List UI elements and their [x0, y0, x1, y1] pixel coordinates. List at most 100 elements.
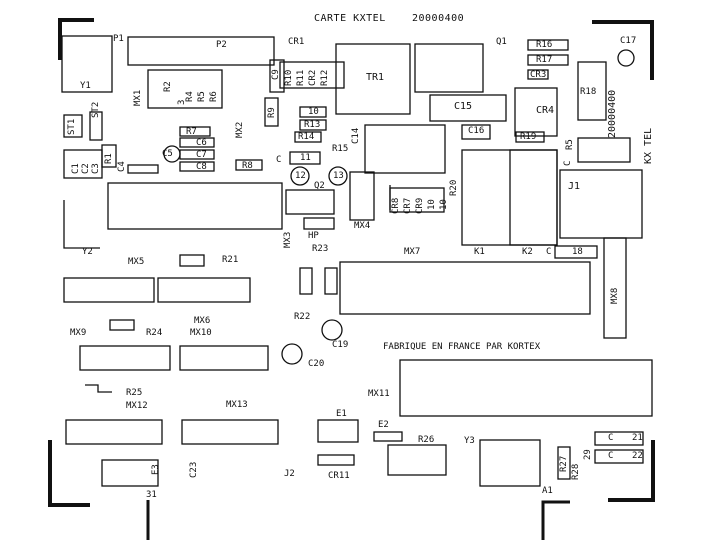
label-c14: C14 [351, 127, 361, 144]
label-c18-value: 18 [572, 247, 583, 257]
label-mx11: MX11 [368, 389, 390, 399]
label-r6: R6 [209, 91, 219, 102]
corner-bracket-tl [58, 18, 94, 60]
label-mx10: MX10 [190, 328, 212, 338]
label-c12: 12 [295, 171, 306, 181]
label-r18: R18 [580, 87, 597, 97]
label-cr7: CR7 [403, 197, 413, 214]
label-e3: E3 [151, 464, 161, 475]
label-c-side: C [563, 160, 573, 166]
label-r17: R17 [536, 55, 553, 65]
label-c3: C3 [91, 163, 101, 174]
label-q1: Q1 [496, 37, 507, 47]
label-e1: E1 [336, 409, 347, 419]
side-name: KX TEL [643, 127, 654, 164]
label-c13: 13 [333, 171, 344, 181]
label-r21: R21 [222, 255, 239, 265]
label-r23: R23 [312, 244, 329, 254]
label-mx2: MX2 [235, 121, 245, 138]
label-c22-value: 22 [632, 451, 643, 461]
board-reference: 20000400 [412, 13, 465, 24]
label-c18: C [546, 247, 552, 257]
label-c17: C17 [620, 36, 637, 46]
label-r15: R15 [332, 144, 349, 154]
label-r13: R13 [304, 120, 321, 130]
label-q2: Q2 [314, 181, 325, 191]
label-c7: C7 [196, 150, 207, 160]
corner-bracket-tr [592, 20, 654, 80]
side-reference: 20000400 [607, 89, 618, 138]
corner-bracket-bl [48, 440, 90, 507]
label-c8: C8 [196, 162, 207, 172]
label-c5: C5 [162, 149, 173, 159]
label-cr8: CR8 [391, 197, 401, 214]
label-r29: 29 [583, 449, 593, 460]
label-mx13: MX13 [226, 400, 248, 410]
label-c19: C19 [332, 340, 349, 350]
label-r27: R27 [559, 455, 569, 472]
label-r14: R14 [298, 132, 315, 142]
label-r12: R12 [320, 69, 330, 86]
label-y2: Y2 [82, 247, 93, 257]
label-tr1: TR1 [366, 72, 385, 83]
label-r10: R10 [284, 69, 294, 86]
label-c21: C [608, 433, 614, 443]
label-c11: 11 [300, 153, 311, 163]
label-mx12: MX12 [126, 401, 148, 411]
label-c2: C2 [81, 163, 91, 174]
corner-bracket-br [608, 440, 655, 502]
label-c6: C6 [196, 138, 207, 148]
label-c4: C4 [117, 161, 127, 172]
label-r2: R2 [163, 81, 173, 92]
label-c20: C20 [308, 359, 325, 369]
label-c23: C23 [189, 461, 199, 478]
label-mx5: MX5 [128, 257, 145, 267]
label-y3: Y3 [464, 436, 475, 446]
label-cr10: 10 [427, 199, 437, 210]
label-c: C [276, 155, 282, 165]
label-c21-value: 21 [632, 433, 643, 443]
label-j1: J1 [568, 181, 581, 192]
label-mx3: MX3 [283, 231, 293, 248]
label-k2: K2 [522, 247, 533, 257]
label-r8: R8 [242, 161, 253, 171]
label-c10: 10 [439, 199, 449, 210]
label-r24: R24 [146, 328, 163, 338]
label-c22: C [608, 451, 614, 461]
label-cr4: CR4 [536, 105, 555, 116]
label-cr1: CR1 [288, 37, 305, 47]
label-p2: P2 [216, 40, 227, 50]
label-r4: R4 [185, 91, 195, 102]
label-mx1: MX1 [133, 89, 143, 106]
label-r20: R20 [449, 179, 459, 196]
label-r28: R28 [571, 463, 581, 480]
label-r7: R7 [186, 127, 197, 137]
label-c9: C9 [271, 69, 281, 80]
board-title: CARTE KXTEL [314, 13, 386, 24]
label-c1: C1 [71, 163, 81, 174]
label-r13-value: 10 [308, 107, 319, 117]
label-r11: R11 [296, 69, 306, 86]
label-r5: R5 [197, 91, 207, 102]
label-mx6: MX6 [194, 316, 211, 326]
label-p1: P1 [113, 34, 124, 44]
label-e2: E2 [378, 420, 389, 430]
label-y1: Y1 [80, 81, 91, 91]
label-st2: ST2 [91, 101, 101, 118]
label-st1: ST1 [67, 118, 77, 135]
label-cr9: CR9 [415, 197, 425, 214]
label-mx8: MX8 [610, 287, 620, 304]
label-r1: R1 [104, 153, 114, 164]
label-cr2: CR2 [308, 69, 318, 86]
label-k1: K1 [474, 247, 485, 257]
label-r5b: R5 [565, 139, 575, 150]
label-r25: R25 [126, 388, 143, 398]
label-c16: C16 [468, 126, 485, 136]
label-mx7: MX7 [404, 247, 421, 257]
label-c15: C15 [454, 101, 473, 112]
label-mx4: MX4 [354, 221, 371, 231]
manufacturer-text: FABRIQUE EN FRANCE PAR KORTEX [383, 342, 541, 352]
label-mx9: MX9 [70, 328, 87, 338]
label-hp: HP [308, 231, 319, 241]
